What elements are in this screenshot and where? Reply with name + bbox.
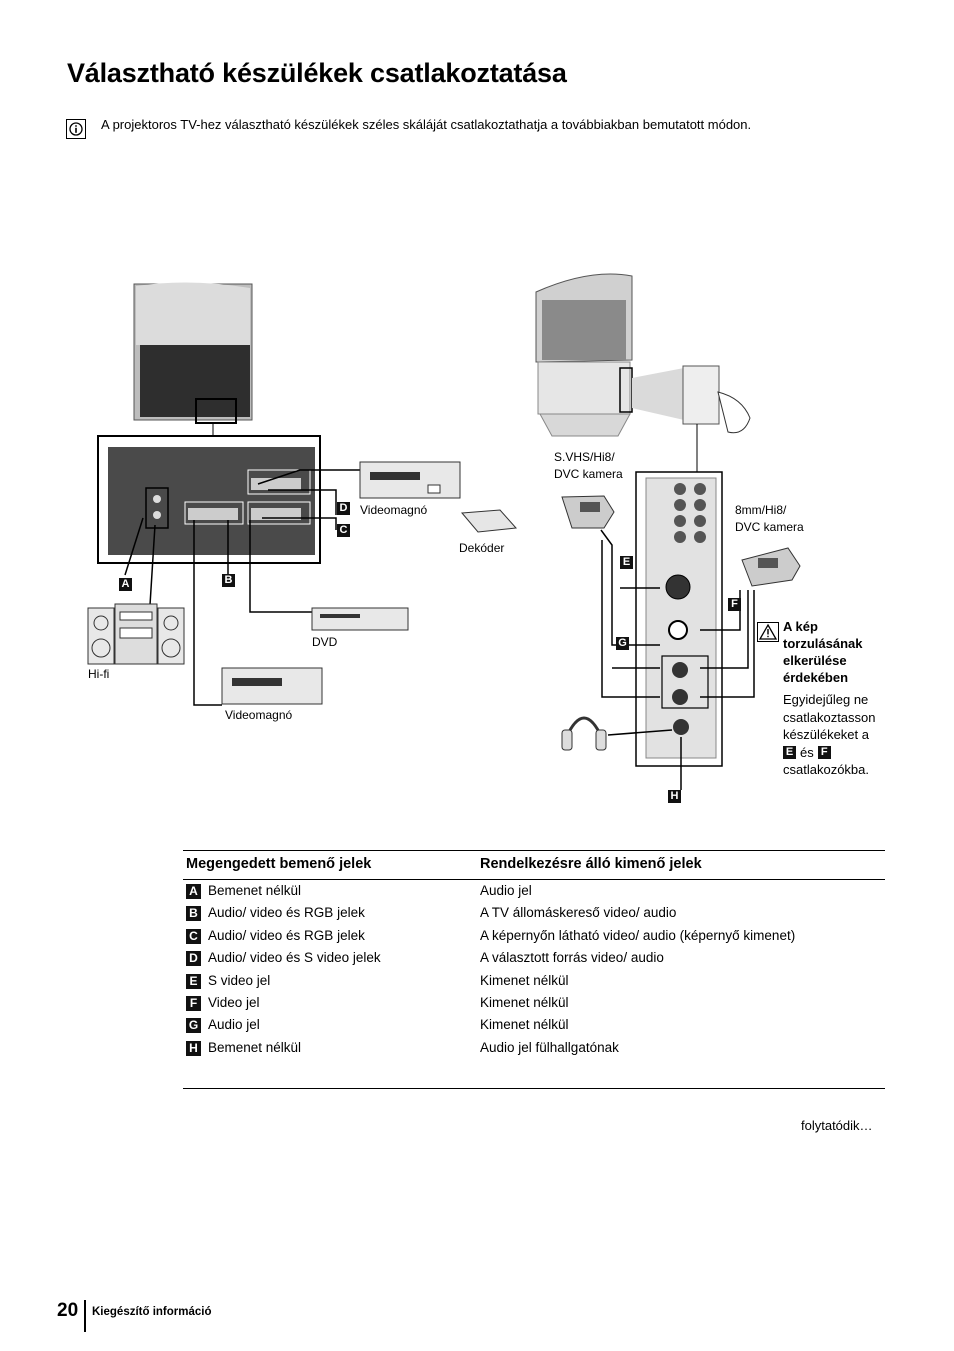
label-dvd: DVD: [312, 635, 338, 649]
label-8mm-camera-line2: DVC kamera: [735, 520, 804, 534]
row-input-signal: S video jel: [208, 972, 271, 988]
connection-diagram: [87, 273, 801, 790]
table-row: F Video jel Kimenet nélkül: [186, 995, 886, 1017]
row-input-signal: Video jel: [208, 995, 260, 1010]
row-letter: D: [186, 951, 201, 967]
warning-title: A kép torzulásának elkerülése érdekében: [783, 619, 863, 685]
footer-divider: [84, 1300, 86, 1332]
info-icon: [66, 119, 86, 139]
table-header-in: Megengedett bemenő jelek: [186, 856, 372, 872]
footer-section-title: Kiegészítő információ: [92, 1306, 212, 1318]
dvd-player: [311, 607, 409, 631]
row-output-signal: Kimenet nélkül: [480, 972, 569, 988]
warning-letter-e: E: [783, 745, 796, 759]
camcorder-right: [741, 547, 801, 587]
row-output-signal: Kimenet nélkül: [480, 1017, 569, 1033]
continued-note: folytatódik…: [801, 1118, 873, 1133]
row-letter: H: [186, 1040, 201, 1056]
table-row: C Audio/ video és RGB jelek A képernyőn lá…: [186, 928, 886, 950]
row-letter: E: [186, 973, 201, 989]
page-title: Választható készülékek csatlakoztatása: [67, 58, 567, 88]
intro-text: A projektoros TV-hez választható készülé…: [101, 117, 752, 132]
row-input-signal: Bemenet nélkül: [208, 1039, 302, 1055]
row-input-signal: Audio/ video és RGB jelek: [208, 927, 365, 943]
marker-d: D: [337, 502, 350, 515]
row-output-signal: Audio jel fülhallgatónak: [480, 1039, 619, 1055]
row-input-signal: Bemenet nélkül: [208, 883, 302, 898]
row-letter: C: [186, 928, 201, 944]
camcorder-left: [561, 495, 615, 529]
label-videomagno-bottom: Videomagnó: [225, 708, 293, 722]
marker-e: E: [620, 556, 633, 569]
row-letter: A: [186, 884, 201, 899]
table-row: D Audio/ video és S video jelek A választo…: [186, 950, 886, 972]
table-header-out: Rendelkezésre álló kimenő jelek: [480, 856, 702, 872]
table-header-rule: [183, 879, 885, 880]
warning-icon: [757, 622, 779, 642]
marker-a: A: [119, 578, 132, 591]
label-8mm-camera-line1: 8mm/Hi8/: [735, 503, 787, 517]
label-dekoder: Dekóder: [459, 541, 505, 555]
label-hifi: Hi-fi: [88, 667, 110, 681]
warning-body: Egyidejűleg ne csatlakoztasson készüléke…: [783, 692, 876, 777]
table-top-rule: [183, 850, 885, 851]
row-input-signal: Audio/ video és S video jelek: [208, 950, 381, 966]
row-input-signal: Audio/ video és RGB jelek: [208, 905, 365, 921]
hifi-system: [87, 603, 185, 665]
decoder: [460, 509, 518, 533]
tv-front-view: [535, 273, 751, 472]
headphones: [561, 716, 607, 751]
label-videomagno-top: Videomagnó: [360, 503, 428, 517]
front-control-panel: [635, 471, 723, 767]
row-letter: F: [186, 996, 201, 1011]
row-letter: B: [186, 906, 201, 922]
tv-rear-view: [133, 282, 253, 436]
marker-h: H: [668, 790, 681, 803]
table-row: A Bemenet nélkül Audio jel: [186, 883, 886, 905]
table-row: G Audio jel Kimenet nélkül: [186, 1017, 886, 1039]
row-output-signal: A TV állomáskereső video/ audio: [480, 905, 677, 921]
row-output-signal: Audio jel: [480, 883, 532, 898]
label-svhs-camera-line1: S.VHS/Hi8/: [554, 450, 615, 464]
marker-f: F: [728, 598, 741, 611]
page-number: 20: [57, 1300, 79, 1321]
table-row: B Audio/ video és RGB jelek A TV állomáske…: [186, 905, 886, 927]
label-svhs-camera-line2: DVC kamera: [554, 467, 623, 481]
table-bottom-rule: [183, 1088, 885, 1089]
marker-g: G: [616, 637, 629, 650]
row-output-signal: Kimenet nélkül: [480, 995, 569, 1010]
row-output-signal: A képernyőn látható video/ audio (képern…: [480, 927, 796, 943]
row-letter: G: [186, 1018, 201, 1034]
row-input-signal: Audio jel: [208, 1017, 260, 1033]
table-row: E S video jel Kimenet nélkül: [186, 973, 886, 995]
vcr-top: [359, 461, 461, 499]
vcr-bottom: [221, 667, 323, 705]
warning-letter-f: F: [817, 745, 831, 759]
row-output-signal: A választott forrás video/ audio: [480, 950, 664, 966]
table-row: H Bemenet nélkül Audio jel fülhallgatónak: [186, 1040, 886, 1062]
marker-b: B: [222, 574, 235, 587]
marker-c: C: [337, 524, 350, 537]
